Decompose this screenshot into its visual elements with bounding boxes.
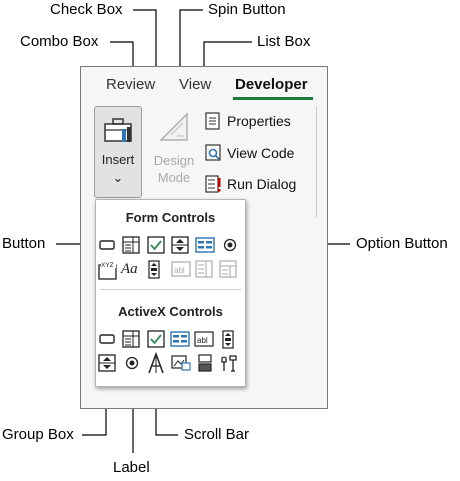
activex-text-box-caption: abl	[197, 336, 208, 345]
option-button-icon	[223, 238, 237, 252]
activex-check-box-control[interactable]	[147, 330, 165, 348]
view-code-icon	[205, 144, 221, 161]
activex-spin-button-icon	[98, 354, 116, 372]
text-field-caption: abl	[174, 266, 185, 275]
toolbox-icon	[104, 118, 132, 142]
ribbon-tabs: Review View Developer	[81, 67, 327, 103]
activex-check-box-icon	[147, 330, 165, 348]
button-control-icon	[99, 240, 115, 250]
label-icon: Aa	[121, 261, 138, 277]
properties-label: Properties	[227, 113, 291, 129]
callout-button: Button	[2, 235, 46, 252]
combo-list-icon	[195, 260, 213, 278]
properties-icon	[205, 112, 220, 130]
toggle-button-icon	[198, 354, 212, 372]
form-spin-button-control[interactable]	[171, 236, 189, 254]
activex-label-icon	[148, 352, 164, 374]
section-divider	[100, 289, 241, 290]
activex-scroll-bar-control[interactable]	[221, 330, 235, 349]
spin-button-icon	[171, 236, 189, 254]
scroll-bar-icon	[148, 260, 160, 279]
more-controls-tools-icon	[221, 355, 237, 372]
callout-group-box: Group Box	[2, 426, 74, 443]
form-list-box-control[interactable]	[195, 236, 215, 254]
activex-scroll-bar-icon	[222, 330, 234, 349]
ribbon-separator	[316, 107, 317, 217]
activex-list-box-control[interactable]	[170, 330, 190, 348]
design-label: Design	[153, 153, 195, 168]
group-box-caption: XYZ	[101, 262, 114, 269]
tab-developer[interactable]: Developer	[235, 76, 308, 93]
form-option-button-control[interactable]	[221, 236, 239, 254]
callout-option-button: Option Button	[356, 235, 448, 252]
activex-combo-box-icon	[122, 330, 140, 348]
view-code-label: View Code	[227, 145, 295, 161]
form-combo-box-control[interactable]	[122, 236, 140, 254]
activex-more-controls[interactable]	[220, 354, 240, 372]
list-box-icon	[195, 237, 215, 253]
text-field-icon: abl	[171, 261, 191, 277]
callout-list-box: List Box	[257, 33, 311, 50]
callout-label: Label	[113, 459, 150, 476]
callout-scroll-bar: Scroll Bar	[184, 426, 250, 443]
form-controls-header: Form Controls	[125, 210, 216, 225]
combo-box-icon	[122, 236, 140, 254]
activex-label-control[interactable]	[147, 352, 165, 374]
activex-combo-box-control[interactable]	[122, 330, 140, 348]
form-button-control[interactable]	[98, 236, 116, 254]
insert-controls-button[interactable]: Insert ⌄	[94, 106, 142, 198]
insert-label: Insert	[101, 152, 135, 167]
command-button-icon	[99, 334, 115, 344]
activex-command-button-control[interactable]	[98, 330, 116, 348]
form-label-control[interactable]: Aa	[121, 260, 143, 280]
form-combo-list-control-disabled	[195, 260, 213, 278]
activex-text-box-icon: abl	[194, 331, 214, 347]
run-dialog-icon	[205, 175, 221, 193]
activex-spin-button-control[interactable]	[98, 354, 116, 372]
insert-controls-dropdown: Form Controls	[95, 199, 246, 387]
activex-toggle-button-control[interactable]	[196, 354, 214, 372]
form-check-box-control[interactable]	[147, 236, 165, 254]
group-box-icon: XYZ	[98, 261, 117, 280]
chevron-down-icon: ⌄	[112, 170, 124, 185]
run-dialog-label: Run Dialog	[227, 176, 297, 192]
mode-label: Mode	[157, 170, 191, 185]
form-combo-dropdown-control-disabled	[219, 260, 237, 278]
activex-option-button-icon	[125, 356, 139, 370]
activex-image-control[interactable]	[171, 354, 191, 372]
form-group-box-control[interactable]: XYZ	[98, 260, 118, 280]
form-text-field-control-disabled: abl	[171, 260, 191, 278]
design-mode-button[interactable]: Design Mode	[148, 106, 200, 198]
image-icon	[171, 355, 191, 371]
callout-spin-button: Spin Button	[208, 1, 286, 18]
active-tab-underline	[233, 97, 313, 100]
activex-list-box-icon	[170, 331, 190, 347]
tab-review[interactable]: Review	[106, 76, 156, 93]
activex-option-button-control[interactable]	[123, 354, 141, 372]
activex-text-box-control[interactable]: abl	[194, 330, 214, 348]
check-box-icon	[147, 236, 165, 254]
callout-combo-box: Combo Box	[20, 33, 99, 50]
activex-controls-header: ActiveX Controls	[118, 304, 223, 319]
design-triangle-icon	[159, 112, 188, 141]
tab-view[interactable]: View	[179, 76, 212, 93]
callout-check-box: Check Box	[50, 1, 123, 18]
form-scroll-bar-control[interactable]	[147, 260, 161, 279]
combo-dropdown-icon	[219, 260, 237, 278]
